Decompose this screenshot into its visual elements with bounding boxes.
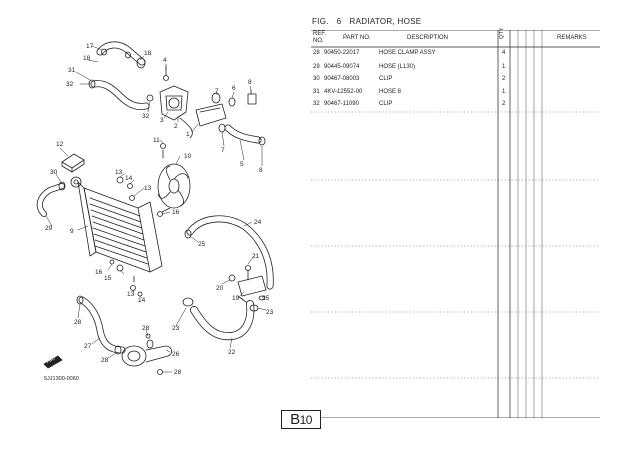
row-qty: 1 bbox=[502, 89, 506, 95]
callout-23a: 23 bbox=[266, 309, 274, 316]
callout-27: 27 bbox=[84, 343, 92, 350]
header-qty: Q'TY bbox=[499, 27, 505, 39]
callout-25b: 25 bbox=[262, 295, 270, 302]
hose-5-7 bbox=[211, 89, 266, 146]
page-prefix: B bbox=[290, 411, 300, 428]
row-ref: 30 bbox=[313, 76, 320, 82]
bolts-13-16 bbox=[109, 176, 171, 297]
exploded-parts-diagram: 17 18 18 31 32 4 32 3 2 1 7 6 8 7 5 8 12… bbox=[36, 41, 274, 382]
callout-labels: 17 18 18 31 32 4 32 3 2 1 7 6 8 7 5 8 12… bbox=[44, 43, 274, 382]
callout-12: 12 bbox=[56, 141, 64, 148]
callout-16: 16 bbox=[172, 209, 180, 216]
figure-name: RADIATOR, HOSE bbox=[349, 17, 422, 26]
radiator-fan-10 bbox=[157, 143, 191, 209]
callout-3: 3 bbox=[160, 117, 164, 124]
callout-11: 11 bbox=[153, 137, 160, 144]
row-part-no: 90450-22017 bbox=[324, 50, 360, 56]
figure-prefix: FIG. bbox=[312, 17, 329, 26]
callout-13a: 13 bbox=[115, 169, 123, 176]
callout-28a: 28 bbox=[74, 319, 82, 326]
water-pump-26 bbox=[121, 333, 172, 375]
parts-table: REF. NO. PART NO. DESCRIPTION Q'TY REMAR… bbox=[311, 27, 600, 418]
row-part-no: 4KV-12552-00 bbox=[324, 89, 363, 95]
callout-13b: 13 bbox=[144, 185, 152, 192]
hose-31 bbox=[88, 79, 150, 110]
callout-14: 14 bbox=[125, 175, 133, 182]
callout-15: 15 bbox=[104, 275, 112, 282]
figure-title: FIG. 6 RADIATOR, HOSE bbox=[312, 17, 429, 26]
row-description: HOSE (L130) bbox=[379, 64, 416, 70]
callout-5: 5 bbox=[240, 161, 244, 168]
row-ref: 31 bbox=[313, 89, 320, 95]
callout-4: 4 bbox=[163, 57, 167, 64]
callout-18b: 18 bbox=[83, 55, 91, 62]
leader-lines bbox=[45, 45, 267, 373]
callout-19: 19 bbox=[232, 295, 240, 302]
row-ref: 32 bbox=[313, 101, 320, 107]
callout-23b: 23 bbox=[172, 325, 180, 332]
page-number-badge: B10 bbox=[281, 410, 321, 429]
row-ref: 28 bbox=[313, 50, 320, 56]
callout-32a: 32 bbox=[66, 81, 74, 88]
row-part-no: 90467-11090 bbox=[324, 101, 359, 107]
callout-26: 26 bbox=[172, 351, 180, 358]
callout-29: 29 bbox=[45, 225, 53, 232]
row-description: CLIP bbox=[379, 76, 393, 82]
row-qty: 4 bbox=[502, 50, 506, 56]
header-description: DESCRIPTION bbox=[407, 35, 449, 41]
callout-14b: 14 bbox=[138, 297, 146, 304]
row-description: HOSE 8 bbox=[379, 89, 402, 95]
callout-28c: 28 bbox=[101, 357, 109, 364]
fwd-marker-text: FWD bbox=[45, 355, 55, 364]
row-qty: 2 bbox=[502, 76, 506, 82]
callout-6: 6 bbox=[232, 85, 236, 92]
hose-29 bbox=[36, 181, 66, 217]
callout-22: 22 bbox=[228, 349, 236, 356]
callout-30: 30 bbox=[50, 169, 58, 176]
callout-31: 31 bbox=[68, 67, 76, 74]
callout-32b: 32 bbox=[142, 113, 150, 120]
hose-27 bbox=[76, 295, 126, 355]
callout-24: 24 bbox=[254, 219, 262, 226]
thermostat-housing bbox=[146, 65, 227, 139]
fwd-marker bbox=[43, 355, 63, 369]
radiator-cap-12 bbox=[61, 153, 85, 173]
callout-13c: 13 bbox=[127, 291, 135, 298]
row-qty: 2 bbox=[502, 101, 506, 107]
callout-7a: 7 bbox=[215, 88, 219, 95]
table-grid bbox=[311, 30, 600, 418]
header-remarks: REMARKS bbox=[557, 35, 587, 41]
row-part-no: 90467-08003 bbox=[324, 76, 360, 82]
row-part-no: 90445-09074 bbox=[324, 64, 360, 70]
callout-10: 10 bbox=[184, 153, 192, 160]
figure-number: 6 bbox=[336, 17, 342, 26]
callout-21: 21 bbox=[252, 253, 260, 260]
row-qty: 1 bbox=[502, 64, 506, 70]
callout-9: 9 bbox=[70, 228, 74, 235]
callout-1: 1 bbox=[186, 131, 190, 138]
header-part-no: PART NO. bbox=[343, 35, 371, 41]
callout-28d: 28 bbox=[174, 369, 182, 376]
callout-8a: 8 bbox=[248, 79, 252, 86]
page-number: 10 bbox=[299, 413, 313, 427]
callout-8b: 8 bbox=[259, 167, 263, 174]
callout-7b: 7 bbox=[221, 147, 225, 154]
callout-2: 2 bbox=[174, 123, 178, 130]
callout-28b: 28 bbox=[142, 325, 150, 332]
hose-22 bbox=[182, 265, 267, 341]
callout-20: 20 bbox=[216, 285, 224, 292]
callout-25a: 25 bbox=[198, 241, 206, 248]
radiator-core-9 bbox=[70, 176, 163, 273]
row-description: HOSE CLAMP ASSY bbox=[379, 50, 436, 56]
row-ref: 29 bbox=[313, 64, 320, 70]
callout-16b: 16 bbox=[95, 269, 103, 276]
callout-18a: 18 bbox=[144, 50, 152, 57]
callout-17: 17 bbox=[86, 43, 94, 50]
row-description: CLIP bbox=[379, 101, 393, 107]
drawing-code: 5JJ1300-0060 bbox=[44, 376, 79, 382]
header-ref: REF. NO. bbox=[313, 31, 327, 44]
hose-17 bbox=[96, 41, 146, 69]
